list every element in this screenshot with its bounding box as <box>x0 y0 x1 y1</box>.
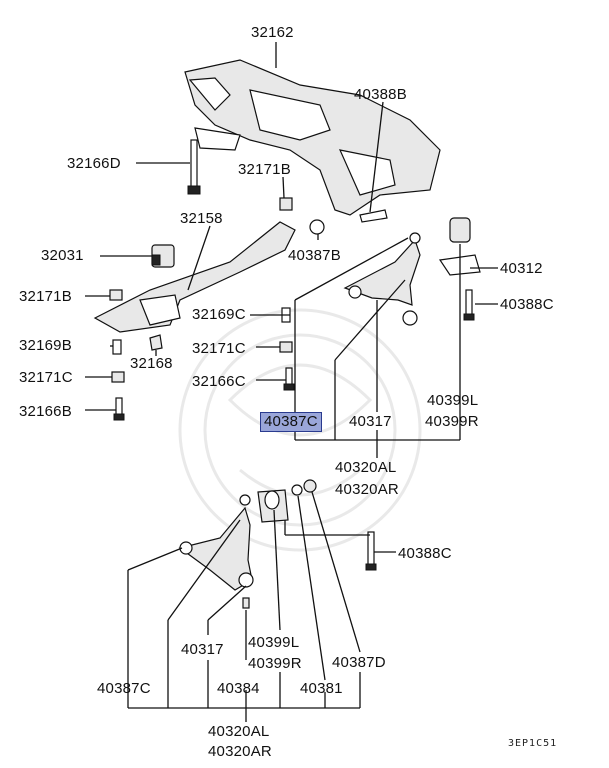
bolt-32166D <box>187 139 201 195</box>
label-32171B-top: 32171B <box>238 161 291 178</box>
label-40388B: 40388B <box>354 86 407 103</box>
bushing-40387D <box>303 479 317 493</box>
label-40387C-highlighted[interactable]: 40387C <box>260 412 322 432</box>
nut-32171B-b <box>109 289 123 301</box>
bolt-32166C <box>283 367 295 391</box>
label-40399R-upper: 40399R <box>425 413 479 430</box>
nut-32171B-a <box>279 197 293 211</box>
label-40312: 40312 <box>500 260 543 277</box>
nut-40384 <box>242 597 250 609</box>
label-32171C-right: 32171C <box>192 340 246 357</box>
label-40388C-lower: 40388C <box>398 545 452 562</box>
label-32169B: 32169B <box>19 337 72 354</box>
label-40320AR-upper: 40320AR <box>335 481 399 498</box>
label-32158: 32158 <box>180 210 223 227</box>
bolt-40388B <box>359 209 388 223</box>
label-40384: 40384 <box>217 680 260 697</box>
label-32168: 32168 <box>130 355 173 372</box>
label-40399L-upper: 40399L <box>427 392 479 409</box>
washer-40381 <box>291 484 303 496</box>
label-32166B: 32166B <box>19 403 72 420</box>
nut-32171C-b <box>111 371 125 383</box>
bolt-40388C-a <box>463 289 475 321</box>
label-40320AR-lower: 40320AR <box>208 743 272 760</box>
watermark-emblem <box>178 308 422 552</box>
label-40317-upper: 40317 <box>349 413 392 430</box>
label-40317-lower: 40317 <box>181 641 224 658</box>
label-40387B: 40387B <box>288 247 341 264</box>
leader-lines <box>85 42 498 722</box>
spacer-32169B <box>112 339 122 355</box>
diagram-code: 3EP1C51 <box>508 738 558 749</box>
bolt-40388C-b <box>365 531 377 571</box>
label-40387D: 40387D <box>332 654 386 671</box>
label-40320AL-lower: 40320AL <box>208 723 270 740</box>
label-40381: 40381 <box>300 680 343 697</box>
label-40399L-lower: 40399L <box>248 634 300 651</box>
label-32169C: 32169C <box>192 306 246 323</box>
label-32171B-left: 32171B <box>19 288 72 305</box>
label-40387C-lower: 40387C <box>97 680 151 697</box>
label-40320AL-upper: 40320AL <box>335 459 397 476</box>
label-32171C-left: 32171C <box>19 369 73 386</box>
crossmember-32162 <box>184 59 441 216</box>
nut-32171C-a <box>279 341 293 353</box>
bushing-40387B <box>309 219 325 235</box>
label-40399R-lower: 40399R <box>248 655 302 672</box>
label-32166C: 32166C <box>192 373 246 390</box>
support-32158 <box>93 221 296 333</box>
label-32166D: 32166D <box>67 155 121 172</box>
lower-arm-lower <box>178 494 254 591</box>
mount-32031 <box>151 244 175 268</box>
bolt-32166B <box>113 397 125 421</box>
lower-arm-upper <box>343 232 421 326</box>
label-32162: 32162 <box>251 24 294 41</box>
label-32031: 32031 <box>41 247 84 264</box>
label-40388C-top: 40388C <box>500 296 554 313</box>
part-32168 <box>149 334 163 351</box>
bushing-lower <box>257 489 289 523</box>
